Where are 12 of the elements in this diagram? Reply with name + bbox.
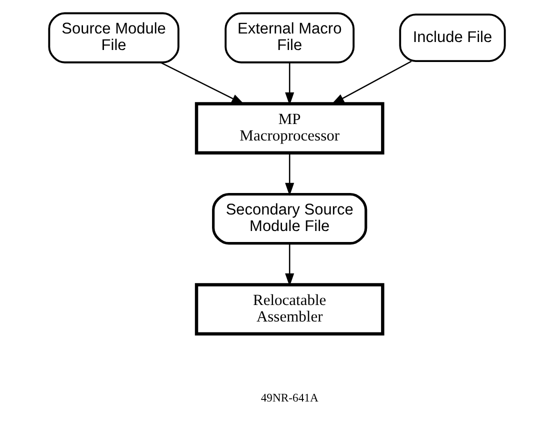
arrow bbox=[284, 62, 294, 106]
arrow bbox=[330, 60, 412, 105]
arrow bbox=[160, 62, 244, 104]
node-box: External Macro File bbox=[224, 12, 354, 64]
node-box: Relocatable Assembler bbox=[194, 283, 384, 336]
node-box: Include File bbox=[398, 14, 506, 62]
node-box: MP Macroprocessor bbox=[194, 102, 384, 154]
label: 49NR-641A bbox=[260, 391, 318, 404]
arrow bbox=[284, 153, 294, 196]
arrow bbox=[284, 244, 294, 286]
node-box: Secondary Source Module File bbox=[212, 192, 367, 245]
node-box: Source Module File bbox=[48, 12, 179, 64]
